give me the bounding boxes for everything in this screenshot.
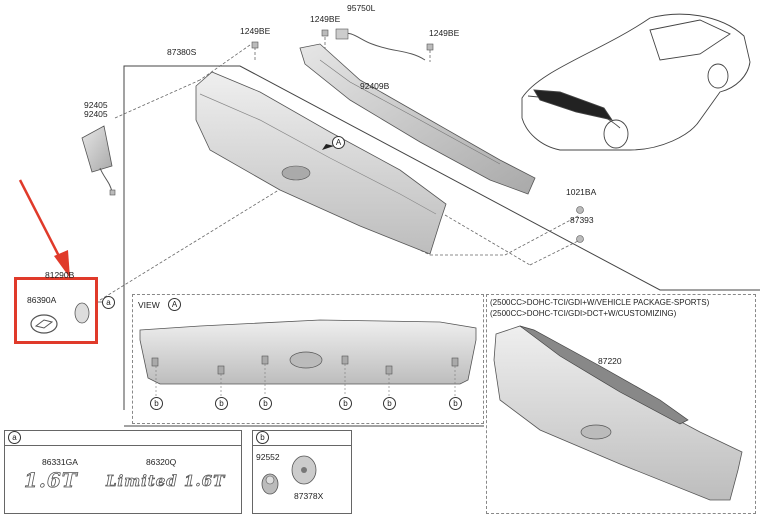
- condition-line-2: (2500CC>DOHC-TCI/GDI>DCT+W/CUSTOMIZING): [490, 309, 677, 318]
- callout-a: a: [102, 296, 115, 309]
- emblem-limited-1-6t: Limited 1.6T: [106, 472, 226, 491]
- label-92405-2: 92405: [84, 109, 108, 119]
- label-86390a: 86390A: [27, 295, 57, 305]
- label-81290b: 81290B: [45, 270, 75, 280]
- view-a-box: [132, 294, 484, 424]
- callout-b-3: b: [259, 397, 272, 410]
- label-87220: 87220: [598, 356, 622, 366]
- callout-b-1: b: [150, 397, 163, 410]
- garnish-87380s: [195, 71, 447, 255]
- assembly-frame: [123, 65, 760, 410]
- fasteners: [251, 29, 584, 243]
- label-87393: 87393: [570, 215, 594, 225]
- detail-a-header: [4, 430, 242, 446]
- detail-a-circle: a: [8, 431, 21, 444]
- view-a-circle: A: [168, 298, 181, 311]
- view-label: VIEW: [138, 300, 160, 310]
- view-a-title: VIEW: [138, 300, 160, 310]
- callout-b-6: b: [449, 397, 462, 410]
- grommet-92552: [261, 473, 279, 495]
- label-1249be-left: 1249BE: [240, 26, 271, 36]
- variant-box: [486, 294, 756, 514]
- emblem-1-6t: 1.6T: [24, 468, 78, 493]
- label-1021ba: 1021BA: [566, 187, 597, 197]
- condition-line-1: (2500CC>DOHC-TCI/GDI+W/VEHICLE PACKAGE-S…: [490, 298, 710, 307]
- emblem-86390a: [30, 302, 90, 334]
- callout-view-a: A: [332, 136, 345, 149]
- callout-b-2: b: [215, 397, 228, 410]
- label-1249be-right: 1249BE: [429, 28, 460, 38]
- view-a-garnish: [139, 319, 477, 396]
- callout-b-5: b: [383, 397, 396, 410]
- label-1249be-mid: 1249BE: [310, 14, 341, 24]
- upper-trim-92409b: [299, 43, 536, 195]
- label-92405-1: 92405: [84, 100, 108, 110]
- detail-b-header: [252, 430, 352, 446]
- connector: [335, 28, 349, 40]
- label-87378x: 87378X: [294, 491, 324, 501]
- label-95750l: 95750L: [347, 3, 376, 13]
- car-thumbnail: [521, 13, 751, 151]
- callout-b-4: b: [339, 397, 352, 410]
- red-pointer-arrow: [18, 179, 70, 278]
- highlight-box: [14, 277, 98, 344]
- label-86331ga: 86331GA: [42, 457, 78, 467]
- label-86320q: 86320Q: [146, 457, 177, 467]
- bracket-92405: [81, 125, 116, 196]
- sport-garnish-87220: [493, 325, 743, 501]
- label-87380s: 87380S: [167, 47, 197, 57]
- pad-87378x: [291, 455, 317, 485]
- label-92552: 92552: [256, 452, 280, 462]
- detail-b-circle: b: [256, 431, 269, 444]
- label-92409b: 92409B: [360, 81, 390, 91]
- view-a-arrow: [322, 144, 334, 150]
- wiring-95750l: [339, 32, 426, 61]
